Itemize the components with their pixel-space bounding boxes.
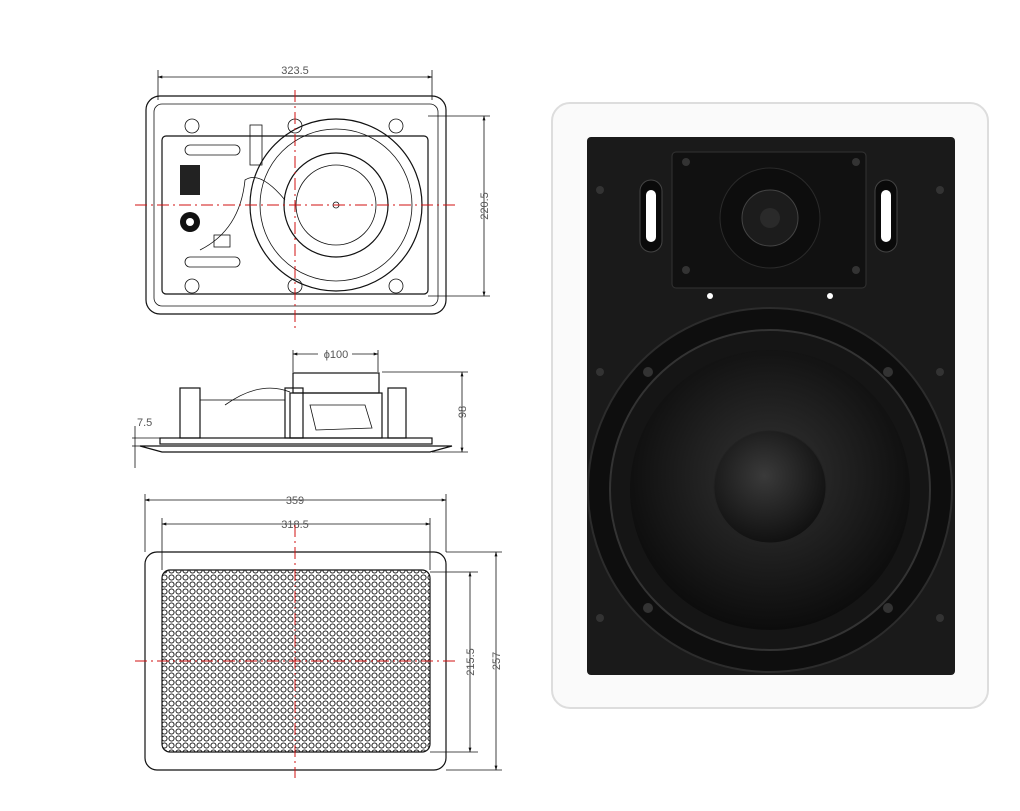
top-view: 323.5 220.5 <box>135 65 491 328</box>
top-height-label: 220.5 <box>479 192 491 220</box>
top-width-label: 323.5 <box>281 65 309 77</box>
depth-label: 98 <box>457 406 469 418</box>
side-view: ϕ100 98 7.5 <box>132 348 469 468</box>
flange-label: 7.5 <box>137 417 152 429</box>
inner-height-label: 215.5 <box>465 648 477 676</box>
outer-height-label: 257 <box>491 652 503 670</box>
speaker-photo <box>551 102 989 709</box>
front-view: 359 318.5 215.5 257 <box>135 494 503 778</box>
outer-width-label: 359 <box>286 495 304 507</box>
diameter-label: ϕ100 <box>324 349 349 361</box>
